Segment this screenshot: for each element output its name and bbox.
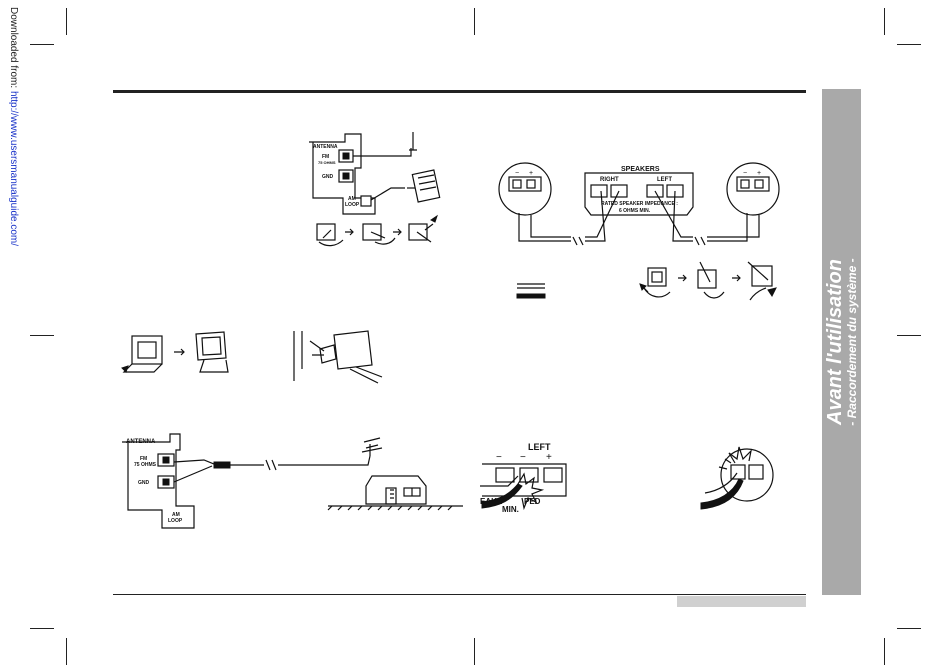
closeup-minus-2: − (520, 452, 526, 463)
crop-mark (884, 8, 885, 35)
crop-mark (474, 8, 475, 35)
loop-label: LOOP (345, 202, 360, 208)
left-label: LEFT (657, 177, 672, 183)
closeup-fragment-c: MIN. (502, 505, 519, 514)
outdoor-antenna-figure: ANTENNA FM 75 OHMS GND AM LOOP (118, 432, 463, 542)
crop-mark (474, 638, 475, 665)
speaker-terminal-steps (638, 258, 790, 310)
crop-mark (884, 638, 885, 665)
speaker-short-circuit-figure (695, 445, 780, 520)
antenna-label: ANTENNA (313, 144, 338, 150)
right-speaker-minus: − (743, 170, 747, 177)
download-note: Downloaded from: http://www.usersmanualg… (5, 7, 19, 267)
bottom-rule (113, 594, 806, 595)
gnd-label: GND (322, 174, 334, 180)
crop-mark (66, 638, 67, 665)
download-link[interactable]: http://www.usersmanualguide.com/ (8, 91, 19, 246)
download-note-prefix: Downloaded from: (8, 7, 19, 91)
crop-mark (66, 8, 67, 35)
outdoor-antenna-label: ANTENNA (126, 439, 156, 445)
footer-bar (677, 596, 806, 607)
closeup-minus-1: − (496, 452, 502, 463)
speakers-title: SPEAKERS (621, 166, 660, 173)
crop-mark (30, 335, 54, 336)
crop-mark (30, 628, 54, 629)
am-loop-wall-mount (290, 325, 390, 385)
right-speaker-plus: + (757, 170, 761, 177)
speaker-wire-ends (515, 280, 555, 302)
section-subtitle: - Raccordement du système - (846, 102, 859, 582)
left-speaker-plus: + (529, 170, 533, 177)
crop-mark (30, 44, 54, 45)
section-title: Avant l'utilisation (825, 102, 846, 582)
right-label: RIGHT (600, 177, 619, 183)
crop-mark (897, 335, 921, 336)
outdoor-loop-label: LOOP (168, 518, 183, 524)
crop-mark (897, 628, 921, 629)
speaker-wrong-connection-figure: LEFT − − + EAKE PED MIN. (478, 440, 578, 520)
top-rule (113, 90, 806, 93)
ohms-label: 75 OHMS (318, 160, 336, 165)
section-tab: Avant l'utilisation - Raccordement du sy… (822, 89, 861, 595)
outdoor-gnd-label: GND (138, 480, 150, 486)
am-loop-assembly (118, 330, 248, 380)
section-tab-text: Avant l'utilisation - Raccordement du sy… (825, 102, 859, 582)
outdoor-ohms-label: 75 OHMS (134, 462, 157, 468)
crop-mark (897, 44, 921, 45)
closeup-plus: + (546, 452, 552, 463)
impedance-line-2: 6 OHMS MIN. (619, 208, 651, 214)
left-speaker-minus: − (515, 170, 519, 177)
antenna-connection-figure: ANTENNA FM 75 OHMS GND AM LOOP (305, 128, 455, 258)
speaker-connection-figure: − + − + SPEAKERS RIGHT LEFT RATED SPEAKE… (497, 155, 782, 255)
closeup-left-label: LEFT (528, 442, 551, 452)
